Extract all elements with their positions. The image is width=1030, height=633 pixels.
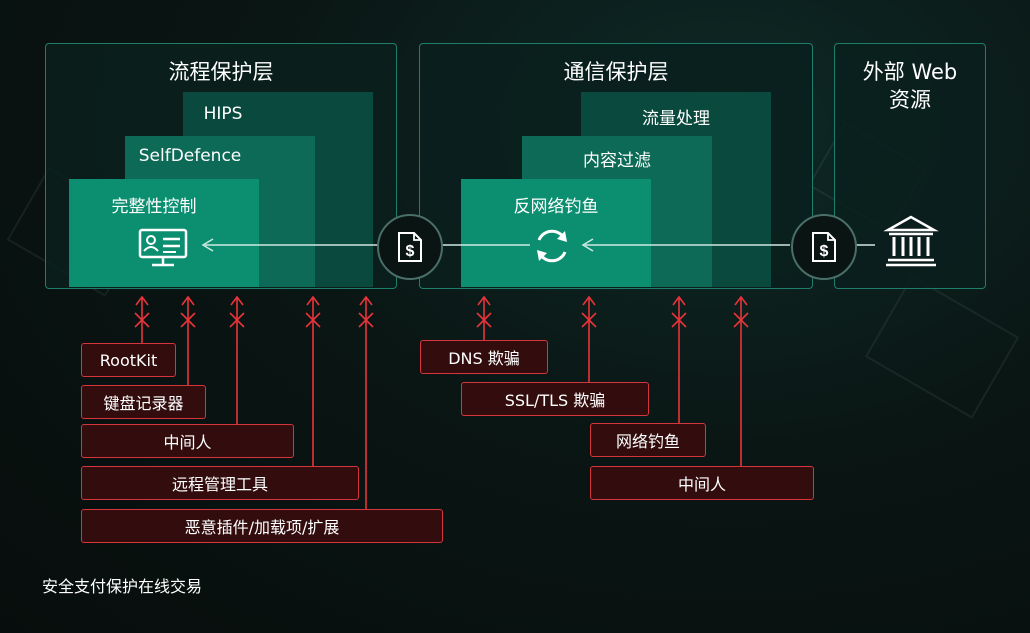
layer-integrity-control: 完整性控制	[69, 179, 259, 287]
layer-selfdefence-label: SelfDefence	[138, 146, 242, 166]
layer-hips-label: HIPS	[203, 104, 243, 124]
layer-integrity-control-label: 完整性控制	[111, 197, 197, 217]
threat-tag-rootkit: RootKit	[81, 343, 176, 377]
external-web-panel: 外部 Web 资源	[834, 43, 986, 289]
caption: 安全支付保护在线交易	[42, 577, 203, 596]
threat-tag-malicious-plugins: 恶意插件/加载项/扩展	[81, 509, 443, 543]
svg-text:$: $	[820, 243, 829, 260]
sync-arrows-icon	[531, 225, 573, 271]
secure-dollar-document-icon: $	[377, 214, 443, 280]
external-web-title-line1: 外部 Web	[862, 60, 958, 84]
external-web-title-line2: 资源	[889, 88, 931, 112]
threat-tag-ssl-tls-spoofing: SSL/TLS 欺骗	[461, 382, 649, 416]
secure-dollar-document-icon: $	[791, 214, 857, 280]
layer-anti-phishing-label: 反网络钓鱼	[513, 197, 599, 217]
communication-protection-title: 通信保护层	[563, 60, 669, 84]
svg-text:$: $	[406, 243, 415, 260]
bank-building-icon	[883, 214, 939, 274]
monitor-id-card-icon	[136, 227, 190, 273]
layer-traffic-processing-label: 流量处理	[642, 109, 710, 129]
threat-tag-remote-admin-tools: 远程管理工具	[81, 466, 359, 500]
threat-tag-mitm-right: 中间人	[590, 466, 814, 500]
threat-tag-dns-spoofing: DNS 欺骗	[420, 340, 548, 374]
threat-tag-keylogger: 键盘记录器	[81, 385, 206, 419]
layer-content-filter-label: 内容过滤	[583, 151, 651, 171]
process-protection-title: 流程保护层	[168, 60, 274, 84]
threat-tag-phishing: 网络钓鱼	[590, 423, 706, 457]
layer-anti-phishing: 反网络钓鱼	[461, 179, 651, 287]
threat-tag-mitm-left: 中间人	[81, 424, 294, 458]
